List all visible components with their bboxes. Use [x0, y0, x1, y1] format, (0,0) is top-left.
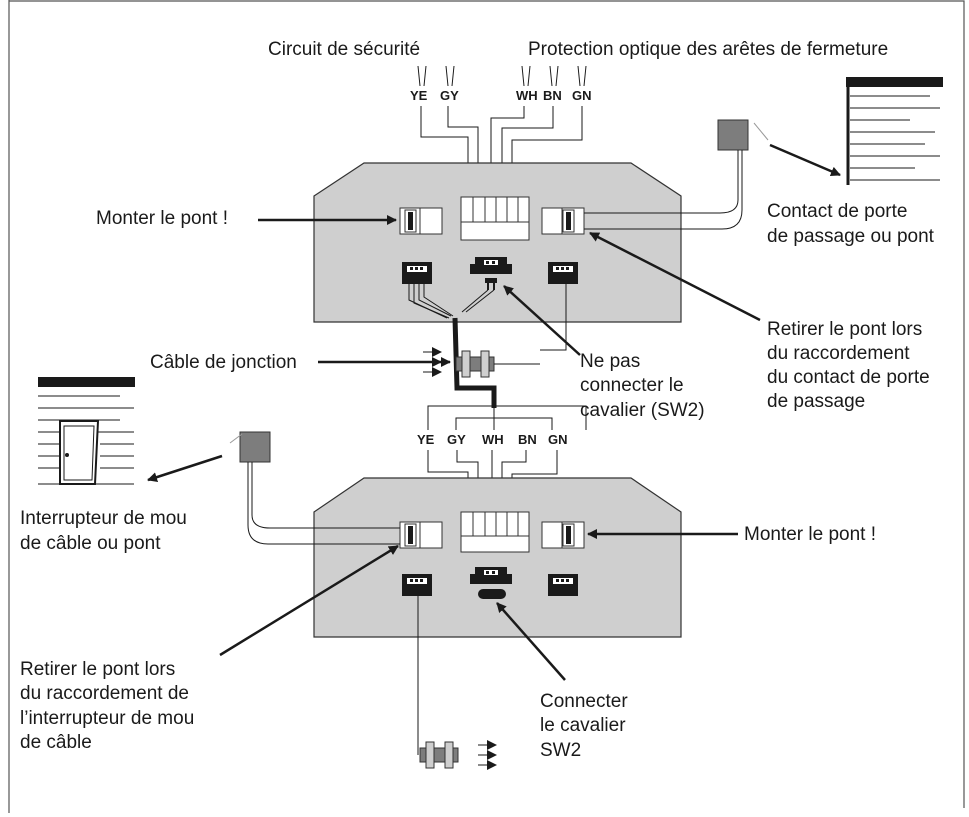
remove-bridge-top-label-line4: de passage: [767, 391, 865, 412]
frame-border: [8, 0, 965, 813]
top-connector-left: [402, 262, 432, 284]
wire-code-bn-top: BN: [543, 88, 562, 103]
bottom-connector-right: [548, 574, 578, 596]
right-top-wire: [540, 284, 567, 351]
wire-code-gy-bottom: GY: [447, 432, 466, 447]
bottom-wires-upper: [427, 405, 587, 430]
remove-bridge-bottom-label-line4: de câble: [20, 732, 92, 753]
remove-bridge-top-label-line3: du contact de porte: [767, 367, 930, 388]
bottom-control-board: [313, 477, 682, 638]
top-wires: [420, 106, 583, 203]
no-jumper-label-line2: connecter le: [580, 375, 684, 396]
safety-circuit-label: Circuit de sécurité: [268, 39, 420, 60]
remove-bridge-top-label-line1: Retirer le pont lors: [767, 319, 922, 340]
wire-code-gn-top: GN: [572, 88, 592, 103]
connect-jumper-label-line1: Connecter: [540, 691, 628, 712]
remove-bridge-bottom-arrow: [219, 544, 399, 657]
no-jumper-arrow: [503, 285, 581, 356]
bottom-right-bridge-socket: [541, 521, 585, 549]
top-connector-right: [548, 262, 578, 284]
mount-bridge-bottom-label: Monter le pont !: [744, 524, 876, 545]
bottom-connector-middle: [470, 567, 512, 599]
junction-cable-label: Câble de jonction: [150, 352, 297, 373]
top-terminator-plug: [455, 350, 540, 378]
no-jumper-label-line3: cavalier (SW2): [580, 400, 705, 421]
wire-code-ye-top: YE: [410, 88, 428, 103]
remove-bridge-top-label-line2: du raccordement: [767, 343, 910, 364]
top-control-board: [313, 162, 682, 323]
slack-cable-switch: [239, 431, 271, 463]
top-cable-harness: [408, 284, 495, 319]
jumper-sw2-connected: [478, 589, 506, 599]
remove-bridge-top-arrow: [589, 231, 761, 322]
bottom-terminal-block: [460, 511, 530, 553]
wire-code-wh-bottom: WH: [482, 432, 504, 447]
optical-protection-label: Protection optique des arêtes de fermetu…: [528, 39, 888, 60]
slack-switch-label-line1: Interrupteur de mou: [20, 508, 187, 529]
wire-code-bn-bottom: BN: [518, 432, 537, 447]
door-contact-wire: [584, 150, 739, 214]
top-wire-ticks: [417, 65, 587, 87]
garage-door-bottom-icon: [38, 377, 135, 485]
bottom-terminator-arrows: [478, 740, 497, 770]
junction-cable: [452, 317, 497, 408]
slack-switch-arrow: [147, 454, 223, 482]
door-contact-switch: [717, 119, 749, 151]
door-contact-arrow: [769, 143, 841, 177]
wire-code-wh-top: WH: [516, 88, 538, 103]
connect-jumper-label-line3: SW2: [540, 740, 581, 761]
slack-switch-label-line2: de câble ou pont: [20, 533, 161, 554]
no-jumper-label-line1: Ne pas: [580, 351, 640, 372]
top-connector-middle: [470, 257, 512, 290]
wire-code-gy-top: GY: [440, 88, 459, 103]
connect-jumper-label-line2: le cavalier: [540, 715, 626, 736]
bottom-connector-left: [402, 574, 432, 596]
top-terminal-block: [460, 196, 530, 241]
top-right-bridge-socket: [541, 207, 585, 235]
bottom-left-bridge-socket: [399, 521, 443, 549]
connect-jumper-arrow: [496, 602, 566, 681]
bottom-terminator-plug: [419, 741, 459, 769]
door-contact-label-line1: Contact de porte: [767, 201, 907, 222]
slack-switch-wire: [251, 462, 400, 529]
garage-door-top-icon: [846, 77, 943, 185]
door-contact-label-line2: de passage ou pont: [767, 226, 935, 247]
remove-bridge-bottom-label-line2: du raccordement de: [20, 683, 189, 704]
wire-code-gn-bottom: GN: [548, 432, 568, 447]
remove-bridge-bottom-label-line3: l’interrupteur de mou: [20, 708, 194, 729]
wire-code-ye-bottom: YE: [417, 432, 435, 447]
top-left-bridge-socket: [399, 207, 443, 235]
mount-bridge-top-label: Monter le pont !: [96, 208, 228, 229]
remove-bridge-bottom-label-line1: Retirer le pont lors: [20, 659, 175, 680]
